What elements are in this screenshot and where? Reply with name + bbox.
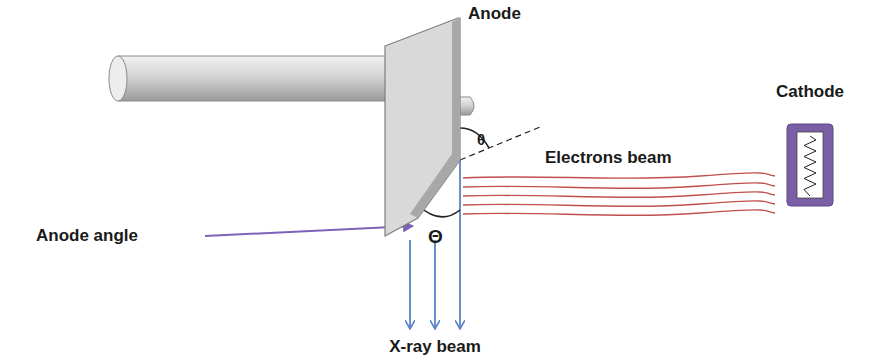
node-label: Anode [468, 4, 521, 24]
anode-shape [380, 4, 550, 254]
anode-shaft [109, 56, 388, 101]
angle-symbol: Θ [428, 226, 443, 248]
callout-label: Anode angle [36, 226, 138, 246]
cathode-box [787, 124, 833, 206]
electron-beam [463, 173, 775, 215]
filament [804, 136, 816, 196]
filament-window [797, 132, 823, 198]
anode-face [410, 18, 460, 218]
anode-node: Anode [380, 4, 550, 254]
anode-body [385, 18, 460, 236]
beam-label: X-ray beam [389, 337, 481, 357]
angle-symbol: θ [477, 131, 485, 148]
pointer-arrow [205, 226, 413, 236]
cathode-shape [770, 82, 860, 212]
reference-line [460, 127, 540, 160]
beam-label: Electrons beam [545, 148, 672, 168]
cathode-node: Cathode [770, 82, 860, 212]
angle-arc [460, 128, 489, 148]
node-label: Cathode [776, 82, 844, 102]
